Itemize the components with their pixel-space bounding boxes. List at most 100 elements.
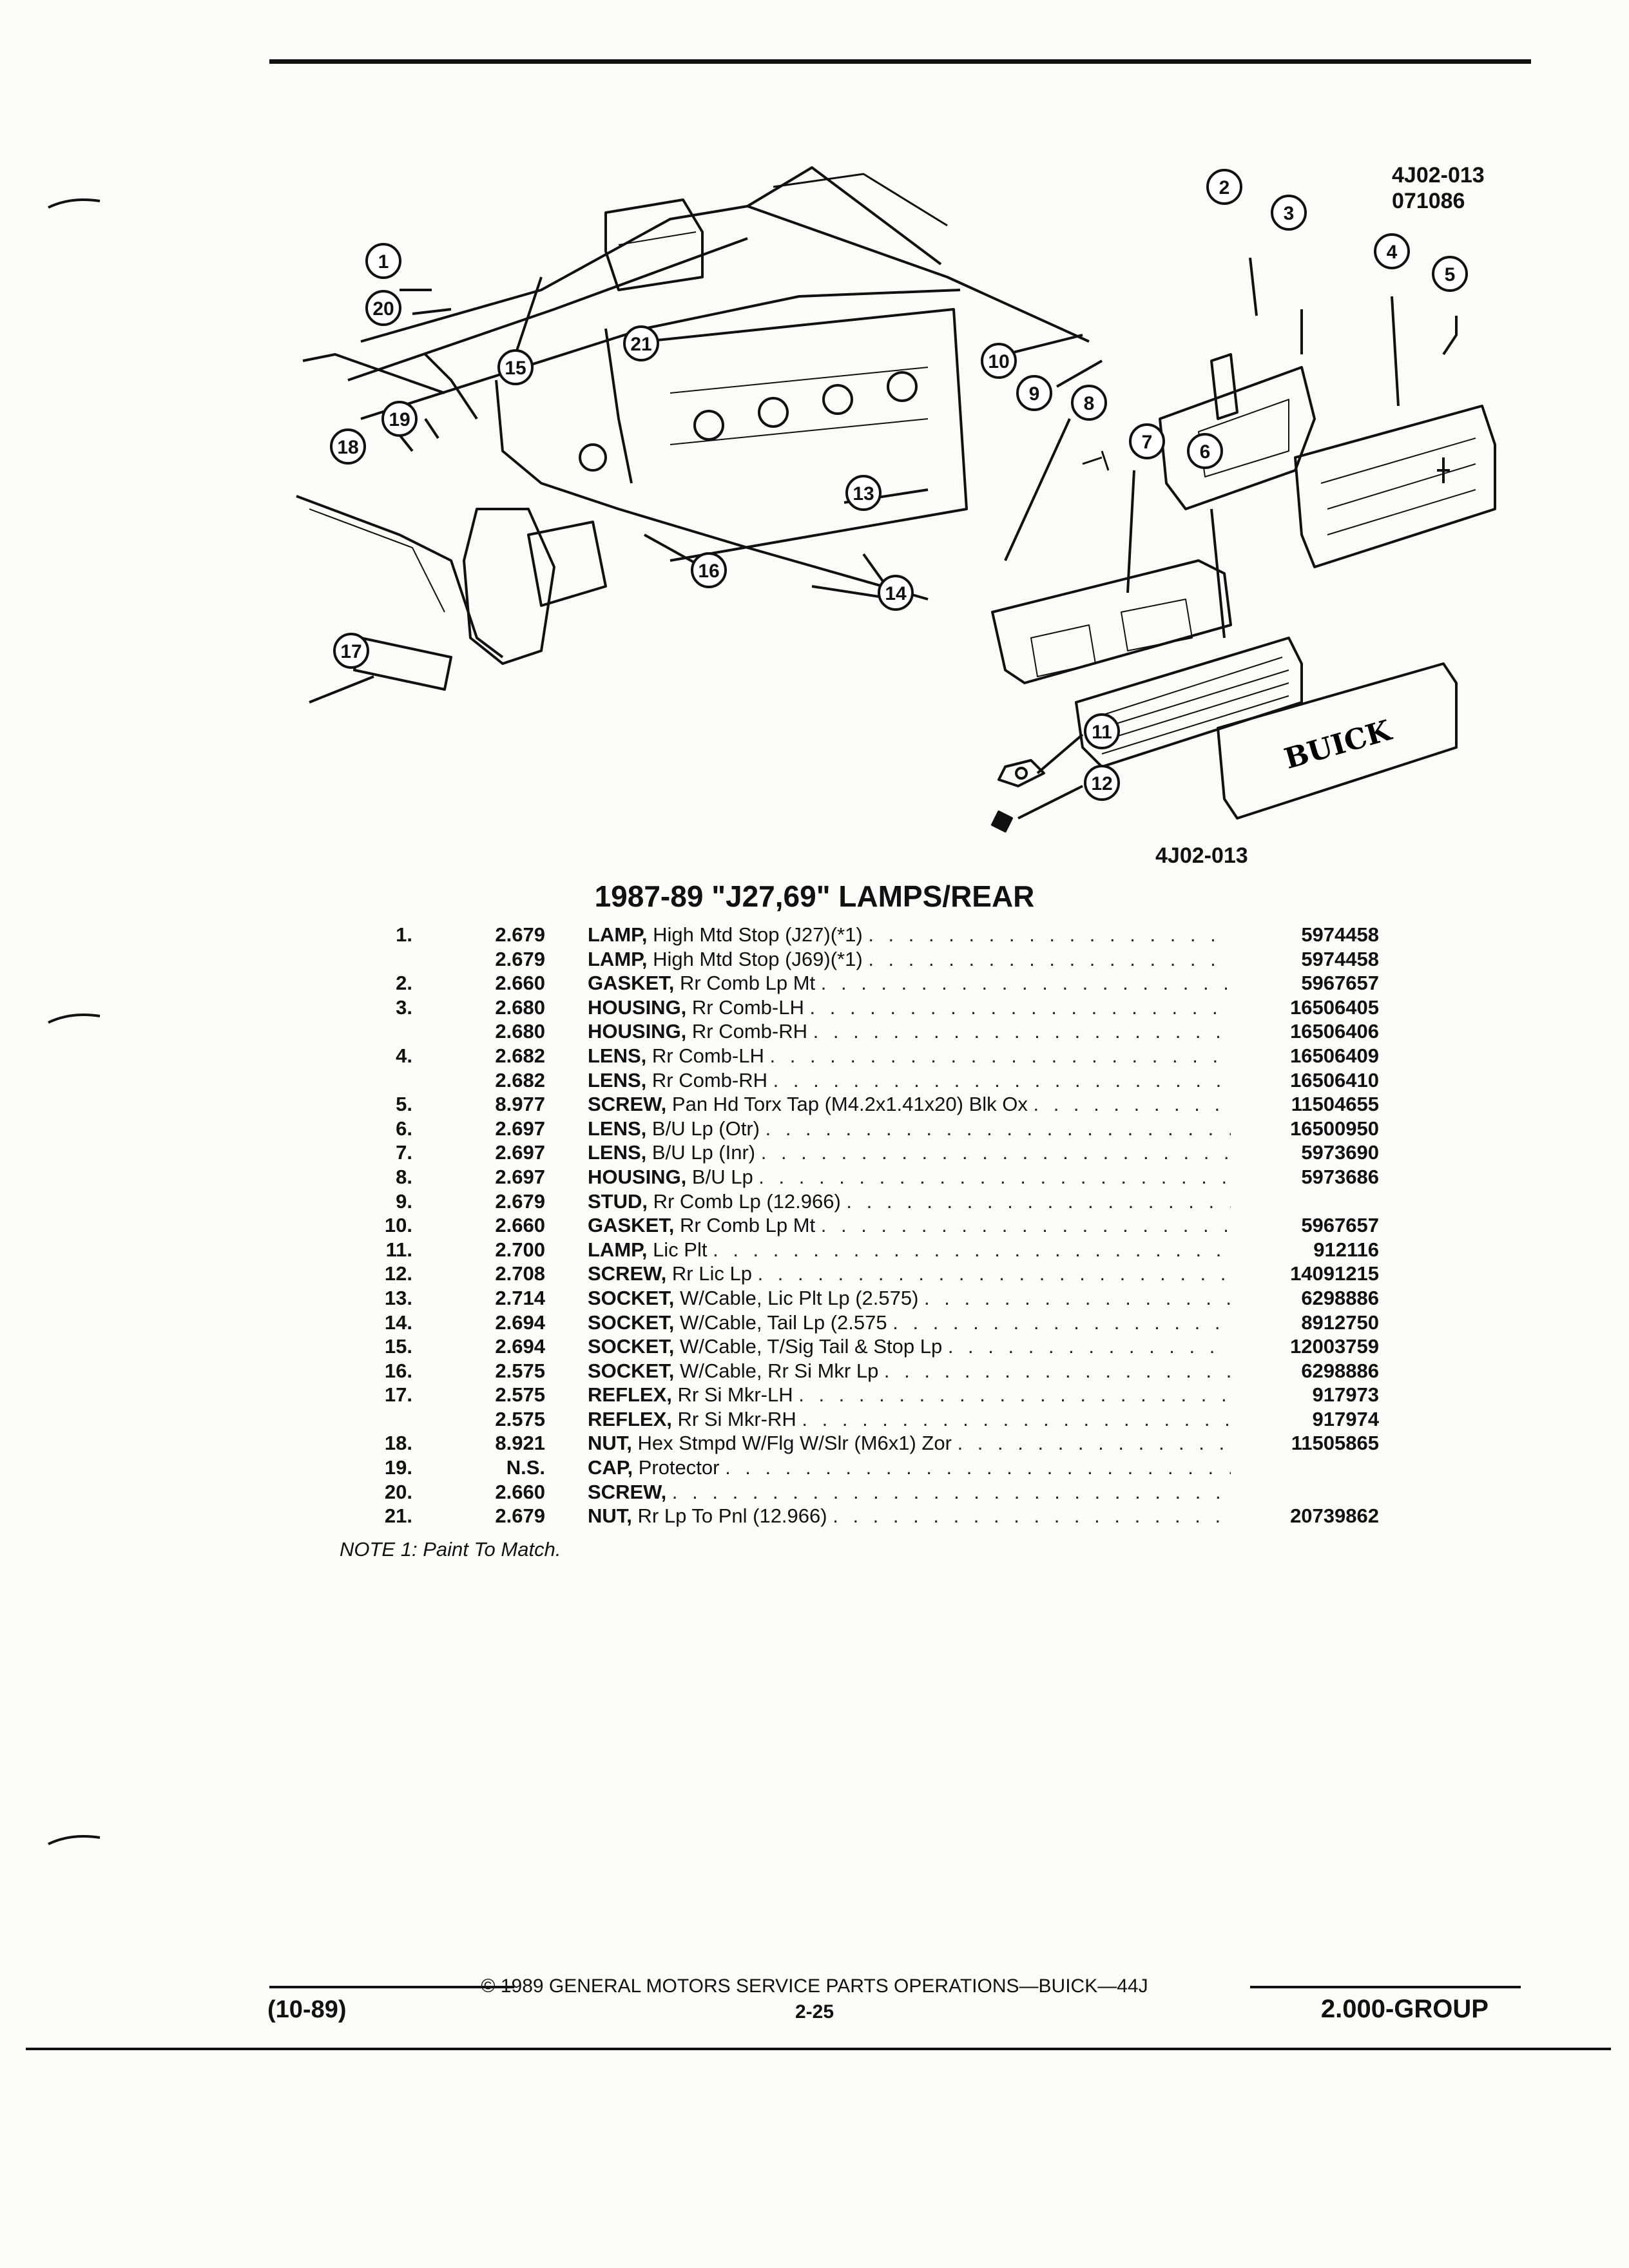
part-group: 2.682 bbox=[495, 1044, 545, 1067]
part-desc-text: Rr Comb-RH bbox=[686, 1020, 813, 1043]
part-group: 2.679 bbox=[495, 923, 545, 946]
callout-4: 4 bbox=[1374, 233, 1410, 269]
part-number: 17. bbox=[384, 1383, 412, 1407]
callout-1: 1 bbox=[365, 243, 401, 279]
part-name: LAMP, bbox=[588, 1238, 648, 1261]
callout-label: 15 bbox=[505, 358, 526, 379]
part-group: 2.694 bbox=[495, 1311, 545, 1334]
part-desc-text: W/Cable, Lic Plt Lp (2.575) bbox=[674, 1286, 925, 1309]
part-description: NUT, Hex Stmpd W/Flg W/Slr (M6x1) Zor . … bbox=[588, 1431, 1231, 1456]
part-desc-text: Rr Comb Lp (12.966) bbox=[648, 1189, 847, 1213]
part-name: LAMP, bbox=[588, 947, 648, 970]
callout-6: 6 bbox=[1187, 433, 1223, 469]
part-group: N.S. bbox=[506, 1456, 545, 1479]
part-group: 8.977 bbox=[495, 1093, 545, 1116]
leader-dots: . . . . . . . . . . . . . . . . . . . . … bbox=[798, 1383, 1231, 1407]
callout-label: 14 bbox=[885, 583, 907, 604]
part-group: 2.575 bbox=[495, 1407, 545, 1430]
part-group: 8.921 bbox=[495, 1432, 545, 1455]
part-group: 2.682 bbox=[495, 1068, 545, 1091]
part-description: SOCKET, W/Cable, Lic Plt Lp (2.575) . . … bbox=[588, 1286, 1231, 1311]
part-catalog-number: 11504655 bbox=[1291, 1093, 1379, 1116]
callout-13: 13 bbox=[845, 475, 882, 511]
part-catalog-number: 5973686 bbox=[1301, 1165, 1379, 1188]
callout-7: 7 bbox=[1129, 423, 1165, 459]
part-catalog-number: 6298886 bbox=[1301, 1359, 1379, 1382]
part-catalog-number: 5973690 bbox=[1301, 1141, 1379, 1164]
part-desc-text: Rr Lic Lp bbox=[666, 1262, 758, 1285]
part-group: 2.679 bbox=[495, 947, 545, 970]
part-catalog-number: 16506405 bbox=[1290, 995, 1379, 1019]
part-desc-text: B/U Lp (Otr) bbox=[646, 1117, 766, 1140]
part-name: LENS, bbox=[588, 1044, 647, 1067]
part-desc-text: Hex Stmpd W/Flg W/Slr (M6x1) Zor bbox=[631, 1432, 958, 1455]
section-title: 1987-89 "J27,69" LAMPS/REAR bbox=[594, 879, 1035, 913]
part-group: 2.694 bbox=[495, 1335, 545, 1358]
part-description: CAP, Protector . . . . . . . . . . . . .… bbox=[588, 1456, 1231, 1480]
part-group: 2.697 bbox=[495, 1165, 545, 1188]
part-desc-text: Rr Si Mkr-RH bbox=[671, 1407, 802, 1430]
part-desc-text: High Mtd Stop (J69)(*1) bbox=[647, 947, 869, 970]
part-row: 19. N.S. CAP, Protector . . . . . . . . . … bbox=[335, 1456, 1379, 1480]
bottom-rule bbox=[26, 2048, 1611, 2050]
part-desc-text: W/Cable, Rr Si Mkr Lp bbox=[674, 1359, 884, 1382]
callout-15: 15 bbox=[497, 349, 534, 385]
part-name: STUD, bbox=[588, 1189, 648, 1213]
drawing-code-bottom: 4J02-013 bbox=[1155, 843, 1248, 868]
part-description: NUT, Rr Lp To Pnl (12.966) . . . . . . .… bbox=[588, 1504, 1231, 1528]
part-description: HOUSING, B/U Lp . . . . . . . . . . . . … bbox=[588, 1165, 1231, 1189]
callout-10: 10 bbox=[981, 343, 1017, 379]
callout-label: 16 bbox=[698, 561, 719, 582]
part-number: 8. bbox=[396, 1165, 412, 1188]
part-catalog-number: 12003759 bbox=[1290, 1335, 1379, 1358]
part-description: LAMP, High Mtd Stop (J69)(*1) . . . . . … bbox=[588, 947, 1231, 972]
part-catalog-number: 16500950 bbox=[1290, 1117, 1379, 1140]
callout-5: 5 bbox=[1432, 256, 1468, 292]
leader-dots: . . . . . . . . . . . . . . . . . . . . … bbox=[802, 1407, 1231, 1430]
callout-label: 18 bbox=[337, 437, 358, 458]
part-desc-text bbox=[666, 1481, 672, 1503]
callout-label: 10 bbox=[988, 351, 1009, 372]
part-name: LAMP, bbox=[588, 923, 648, 946]
part-desc-text: Rr Comb Lp Mt bbox=[674, 1214, 821, 1237]
note: NOTE 1: Paint To Match. bbox=[340, 1538, 561, 1561]
part-catalog-number: 917974 bbox=[1312, 1407, 1379, 1430]
part-number: 12. bbox=[384, 1262, 412, 1285]
part-name: SCREW, bbox=[588, 1093, 667, 1116]
part-description: GASKET, Rr Comb Lp Mt . . . . . . . . . … bbox=[588, 971, 1231, 995]
part-group: 2.697 bbox=[495, 1141, 545, 1164]
callout-19: 19 bbox=[381, 401, 418, 437]
part-description: HOUSING, Rr Comb-LH . . . . . . . . . . … bbox=[588, 995, 1231, 1020]
leader-dots: . . . . . . . . . . . . . . . . . . . . … bbox=[957, 1432, 1231, 1455]
leader-dots: . . . . . . . . . . . . . . . . . . . . … bbox=[820, 972, 1231, 995]
part-name: LENS, bbox=[588, 1068, 647, 1091]
part-group: 2.575 bbox=[495, 1383, 545, 1407]
callout-label: 4 bbox=[1387, 242, 1398, 263]
part-catalog-number: 912116 bbox=[1313, 1238, 1379, 1261]
leader-dots: . . . . . . . . . . . . . . . . . . . . … bbox=[883, 1359, 1231, 1382]
part-group: 2.660 bbox=[495, 972, 545, 995]
callout-label: 21 bbox=[630, 334, 651, 355]
leader-dots: . . . . . . . . . . . . . . . . . . . . … bbox=[725, 1456, 1231, 1479]
part-group: 2.700 bbox=[495, 1238, 545, 1261]
part-group: 2.679 bbox=[495, 1504, 545, 1528]
part-number: 19. bbox=[384, 1456, 412, 1479]
part-group: 2.697 bbox=[495, 1117, 545, 1140]
leader-dots: . . . . . . . . . . . . . . . . . . . . … bbox=[892, 1311, 1231, 1334]
part-name: SCREW, bbox=[588, 1262, 667, 1285]
part-group: 2.714 bbox=[495, 1286, 545, 1309]
part-group: 2.660 bbox=[495, 1214, 545, 1237]
callout-label: 13 bbox=[853, 483, 874, 505]
callout-21: 21 bbox=[623, 325, 659, 361]
binder-mark-bottom bbox=[48, 1834, 101, 1845]
part-catalog-number: 14091215 bbox=[1290, 1262, 1379, 1285]
leader-dots: . . . . . . . . . . . . . . . . . . . . … bbox=[868, 923, 1231, 946]
top-rule bbox=[269, 59, 1531, 64]
